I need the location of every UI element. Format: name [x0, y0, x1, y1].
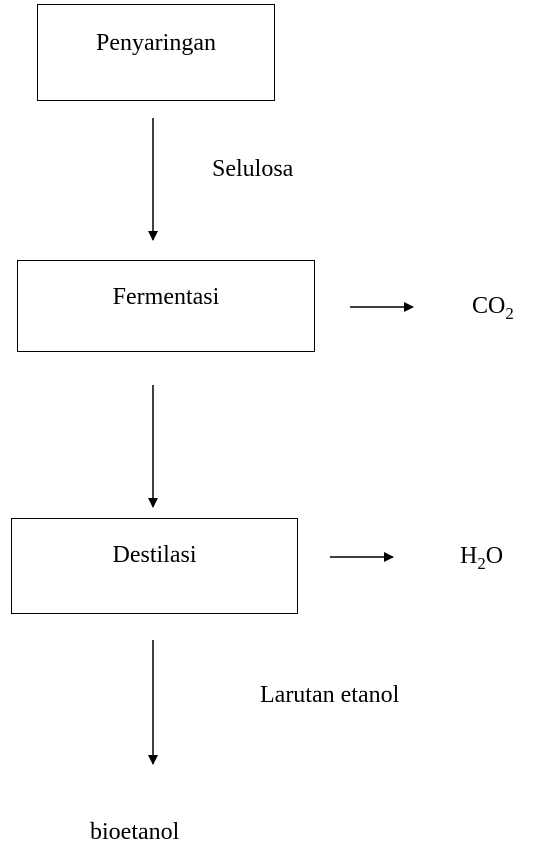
byproduct-h2o: H2O: [460, 543, 504, 572]
step-box-fermentasi: Fermentasi: [17, 260, 315, 352]
final-product-bioetanol: bioetanol: [90, 819, 180, 845]
byproduct-co2-subscript: 2: [505, 303, 514, 323]
step-box-destilasi: Destilasi: [11, 518, 298, 614]
step-label-penyaringan: Penyaringan: [96, 30, 216, 56]
byproduct-h2o-subscript: 2: [477, 553, 486, 573]
step-label-destilasi: Destilasi: [112, 542, 197, 568]
flow-label-larutan-etanol: Larutan etanol: [260, 682, 400, 708]
byproduct-co2: CO2: [472, 293, 514, 322]
flow-label-selulosa: Selulosa: [212, 156, 294, 182]
byproduct-co2-main: CO: [472, 293, 506, 319]
byproduct-h2o-main: H: [460, 543, 478, 569]
byproduct-h2o-post: O: [485, 543, 504, 569]
step-box-penyaringan: Penyaringan: [37, 4, 275, 101]
step-label-fermentasi: Fermentasi: [112, 284, 220, 310]
